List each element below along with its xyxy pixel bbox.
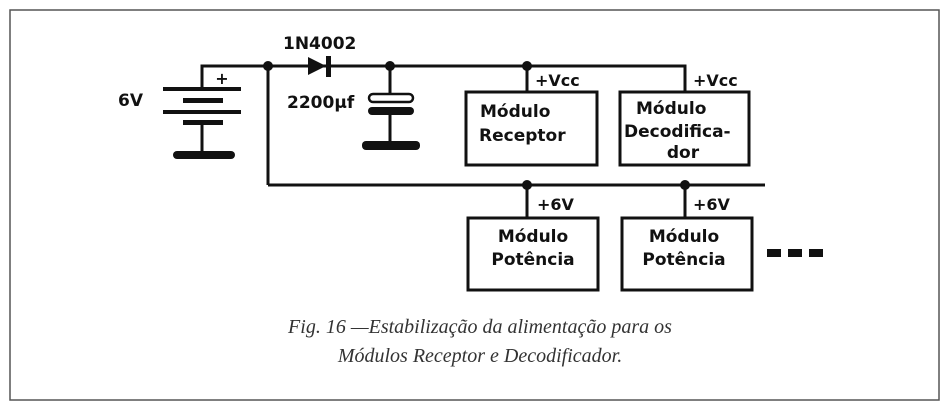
- diode-symbol: [308, 56, 331, 77]
- module-potencia-2: +6V Módulo Potência: [620, 195, 754, 292]
- battery-voltage-label: 6V: [118, 91, 144, 111]
- supply-label: +6V: [537, 195, 575, 214]
- wires: [200, 64, 765, 218]
- module-name: Potência: [642, 250, 725, 270]
- capacitor-label: 2200µf: [287, 93, 355, 113]
- module-name: Receptor: [479, 126, 566, 146]
- diode-label: 1N4002: [283, 34, 356, 54]
- battery-symbol: [163, 87, 241, 159]
- junction-dots: [263, 61, 690, 190]
- module-title: Módulo: [649, 227, 719, 247]
- continuation-dashes: [767, 249, 823, 257]
- figure-border: [9, 9, 940, 401]
- module-name: Decodifica-: [624, 122, 731, 142]
- battery-plus-label: +: [215, 69, 228, 88]
- supply-label: +Vcc: [535, 71, 580, 90]
- caption-line-2: Módulos Receptor e Decodificador.: [337, 345, 622, 367]
- module-decodificador: +Vcc Módulo Decodifica- dor: [618, 71, 751, 167]
- module-name: Potência: [491, 250, 574, 270]
- module-potencia-1: +6V Módulo Potência: [466, 195, 600, 292]
- module-name-cont: dor: [667, 143, 700, 163]
- supply-label: +6V: [693, 195, 731, 214]
- module-title: Módulo: [498, 227, 568, 247]
- module-title: Módulo: [636, 99, 706, 119]
- capacitor-symbol: [362, 92, 420, 150]
- supply-label: +Vcc: [693, 71, 738, 90]
- module-receptor: +Vcc Módulo Receptor: [464, 71, 599, 167]
- caption-line-1: Fig. 16 —Estabilização da alimentação pa…: [287, 316, 672, 338]
- module-title: Módulo: [480, 102, 550, 122]
